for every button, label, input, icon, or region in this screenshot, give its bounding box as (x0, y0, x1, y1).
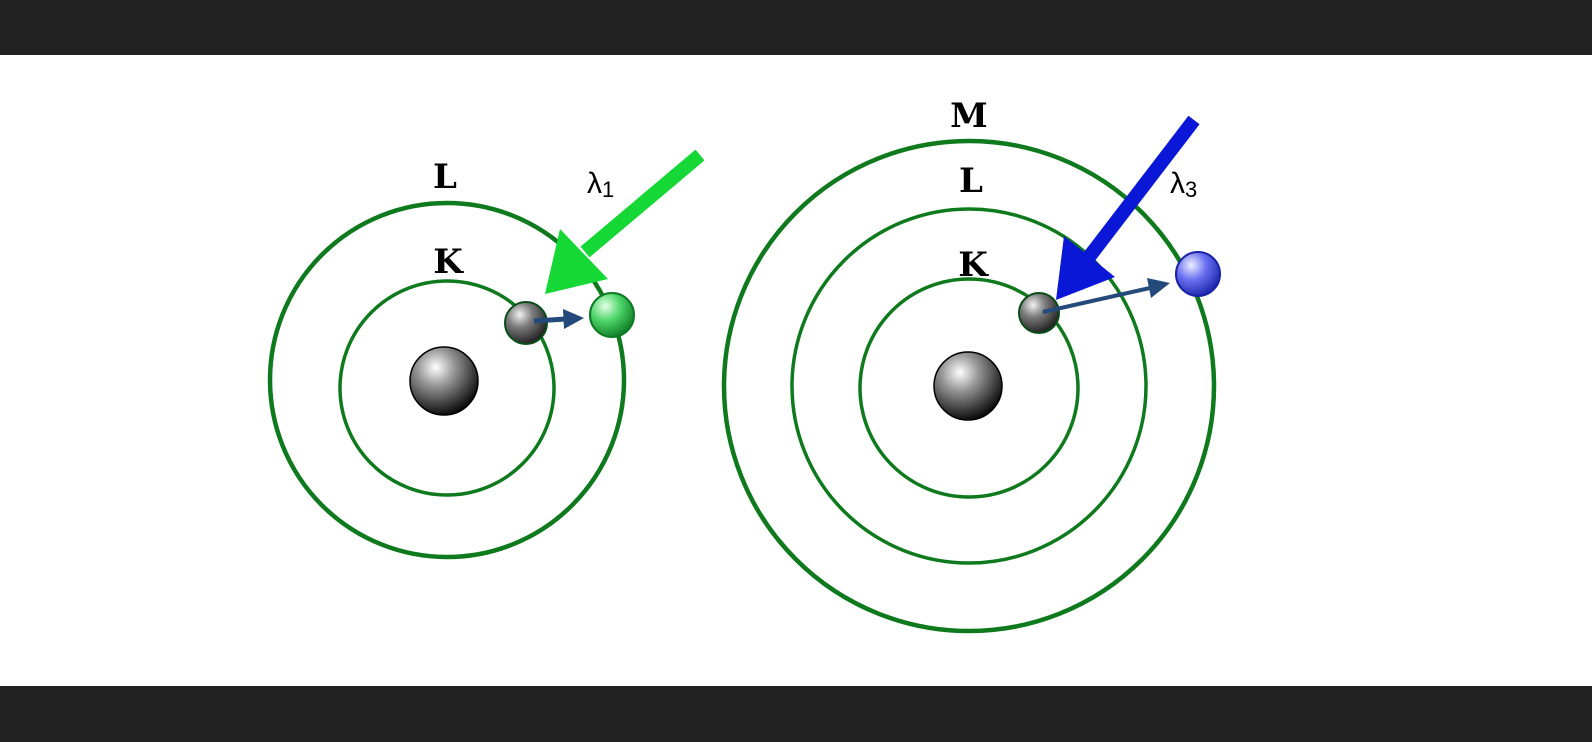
wavelength-label-right: λ3 (1170, 167, 1197, 202)
lambda-symbol-left: λ (587, 167, 602, 200)
bottom-bar (0, 686, 1592, 742)
electron-right (1018, 292, 1060, 334)
orbit-l-left (267, 200, 627, 560)
photon-arrow-green (545, 149, 705, 294)
electron-left (504, 301, 548, 345)
lambda-subscript-left: 1 (602, 177, 614, 202)
orbit-k-left (338, 279, 556, 497)
ejection-arrow-left (533, 309, 584, 329)
lambda-subscript-right: 3 (1185, 177, 1197, 202)
atom-right: M L K λ3 (721, 96, 1221, 634)
lambda-symbol-right: λ (1170, 167, 1185, 200)
atom-left: L K λ1 (267, 149, 705, 560)
ejected-electron-green (589, 292, 635, 338)
photon-arrow-blue (1056, 115, 1200, 300)
shell-label-m-right: M (950, 96, 988, 136)
shell-label-k-left: K (433, 242, 464, 282)
shell-label-k-right: K (958, 245, 989, 285)
ejection-arrow-right (1042, 278, 1170, 314)
orbit-k-right (858, 277, 1080, 499)
wavelength-label-left: λ1 (587, 167, 614, 202)
nucleus-left (409, 346, 479, 416)
top-bar (0, 0, 1592, 55)
diagram-canvas: L K λ1 M L K (0, 55, 1592, 686)
orbit-l-right (790, 207, 1148, 565)
nucleus-right (933, 351, 1003, 421)
atom-diagram: L K λ1 M L K (267, 96, 1221, 634)
shell-label-l-right: L (959, 161, 983, 201)
shell-label-l-left: L (433, 157, 457, 197)
orbit-m-right (721, 138, 1217, 634)
ejected-electron-blue (1175, 251, 1221, 297)
